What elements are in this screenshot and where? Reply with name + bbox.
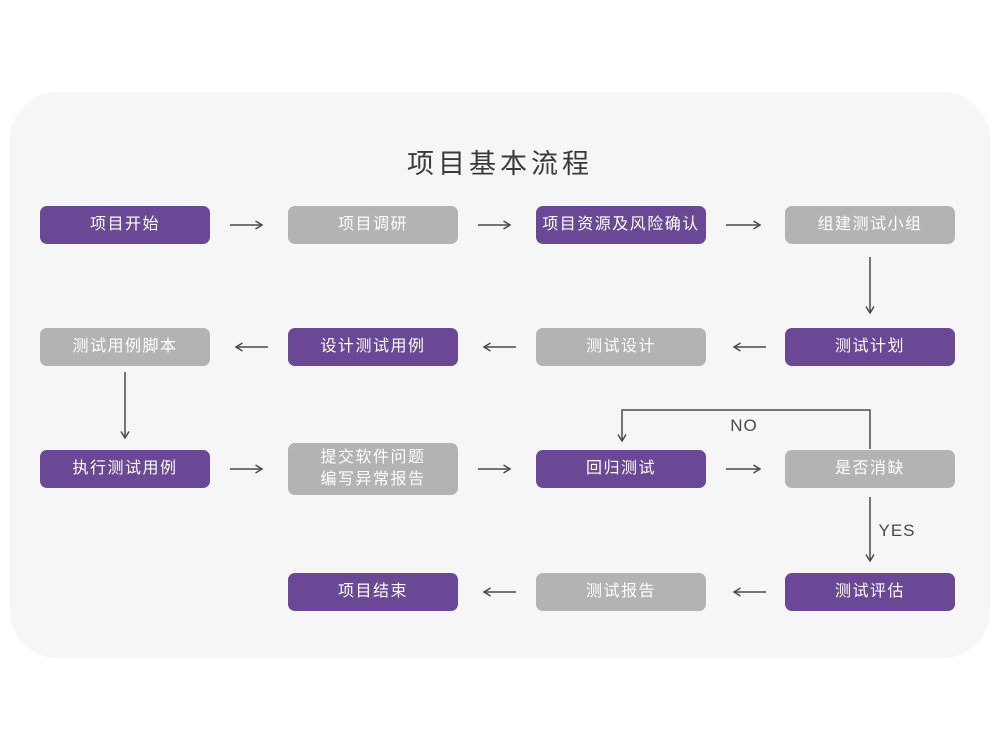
node-design-cases: 设计测试用例 — [288, 328, 458, 366]
node-project-end: 项目结束 — [288, 573, 458, 611]
node-resource-risk: 项目资源及风险确认 — [536, 206, 706, 244]
diagram-title: 项目基本流程 — [407, 149, 593, 179]
node-project-start: 项目开始 — [40, 206, 210, 244]
flowchart-card — [10, 92, 990, 658]
edge-label-no: NO — [730, 416, 758, 435]
node-regression: 回归测试 — [536, 450, 706, 488]
node-test-design: 测试设计 — [536, 328, 706, 366]
node-evaluation: 测试评估 — [785, 573, 955, 611]
node-execute-cases: 执行测试用例 — [40, 450, 210, 488]
edge-label-yes: YES — [878, 521, 916, 540]
node-case-script: 测试用例脚本 — [40, 328, 210, 366]
node-defect-clear: 是否消缺 — [785, 450, 955, 488]
node-submit-issues: 提交软件问题 编写异常报告 — [288, 443, 458, 495]
node-test-plan: 测试计划 — [785, 328, 955, 366]
node-build-team: 组建测试小组 — [785, 206, 955, 244]
node-project-research: 项目调研 — [288, 206, 458, 244]
node-test-report: 测试报告 — [536, 573, 706, 611]
